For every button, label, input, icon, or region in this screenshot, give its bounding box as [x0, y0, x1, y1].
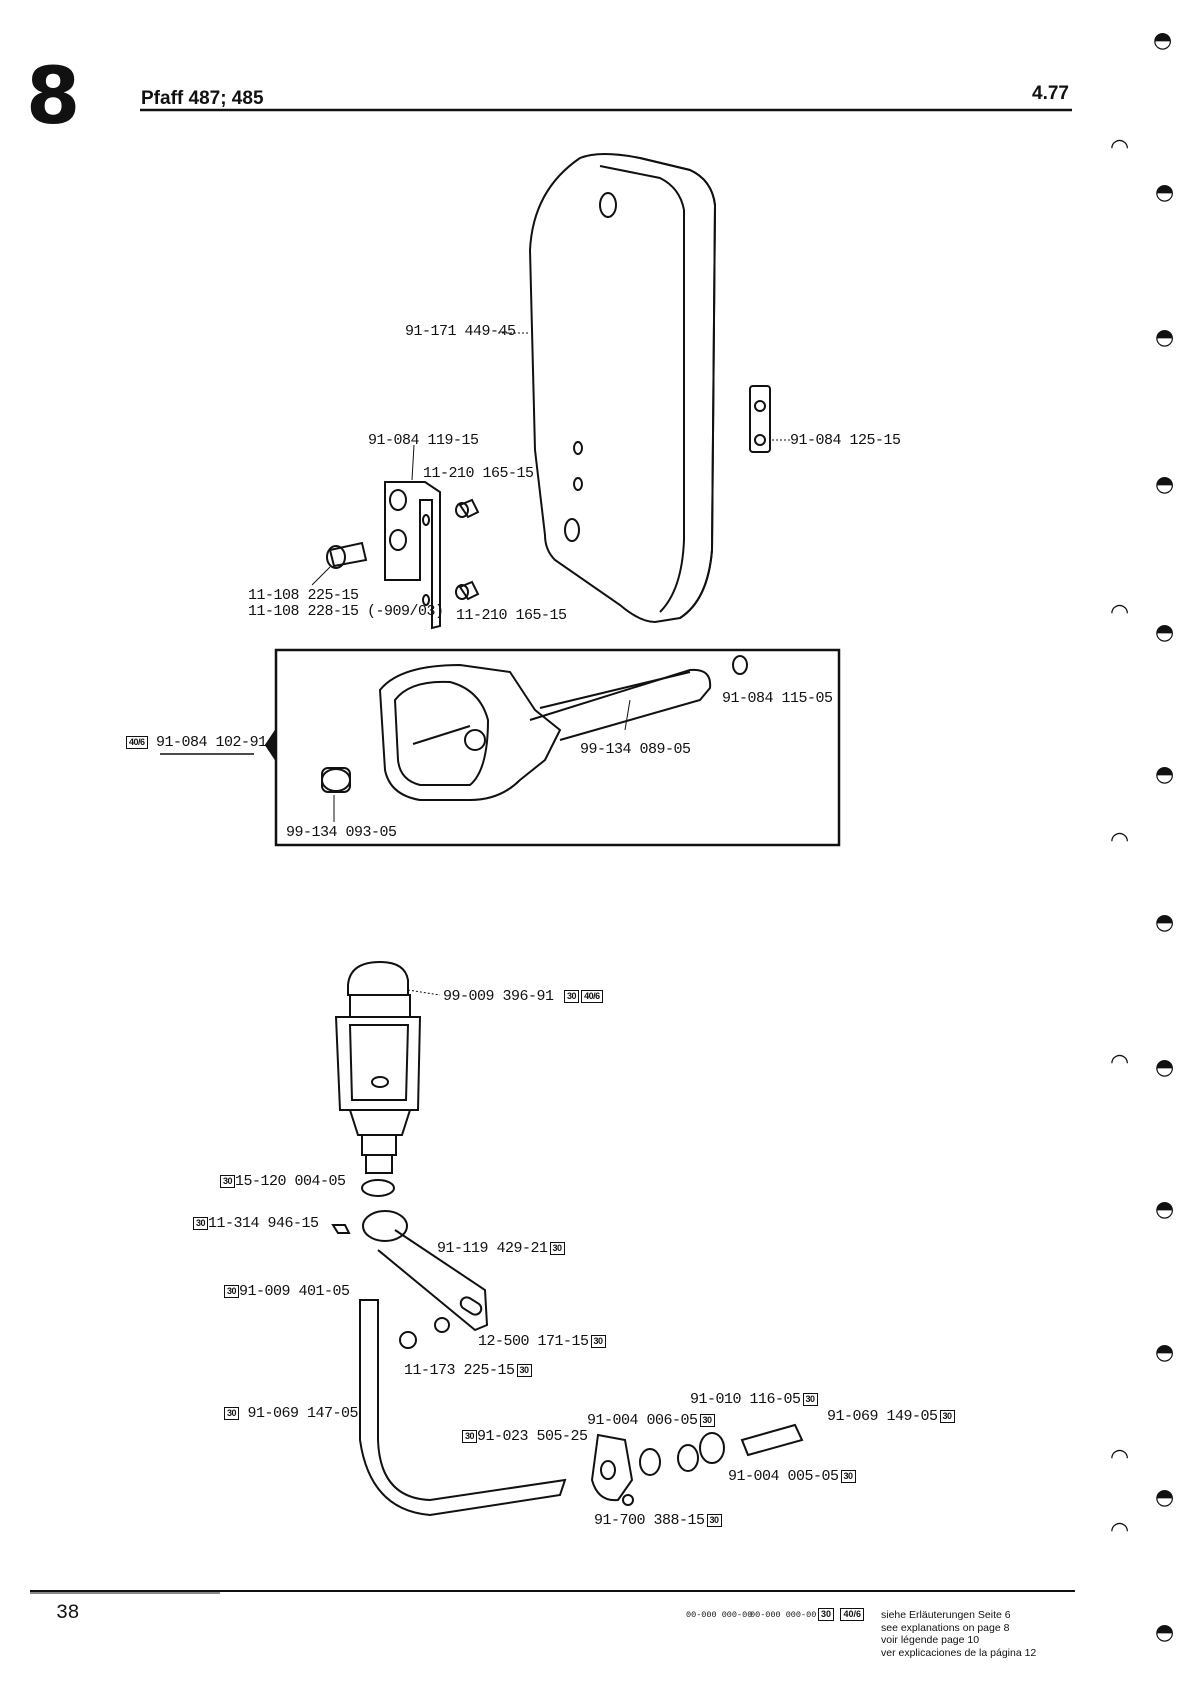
margin-mark-icon: ◓	[1153, 28, 1173, 53]
legend-line: ver explicaciones de la página 12	[881, 1646, 1037, 1659]
part-label: 91-023 505-25	[477, 1428, 588, 1445]
oiler	[334, 960, 441, 1197]
part-label: 91-119 429-21	[437, 1240, 548, 1257]
badge-30: 30	[802, 1392, 818, 1406]
cover-plate	[498, 153, 717, 624]
badge-30: 30	[939, 1409, 955, 1423]
part-label: 11-108 225-15	[248, 587, 359, 604]
bracket	[384, 444, 441, 630]
footer-badges: 30 40/6	[816, 1606, 864, 1624]
footer-code: 00-000 000-00	[750, 1610, 817, 1620]
badge-30: 30	[220, 1174, 236, 1188]
part-label: 91-004 006-05	[587, 1412, 698, 1429]
badge-30: 30	[224, 1406, 240, 1420]
margin-mark-icon: ◓	[1155, 762, 1175, 787]
part-label: 91-084 125-15	[790, 432, 901, 449]
page-code: 4.77	[1032, 83, 1069, 104]
part-label: 91-084 115-05	[722, 690, 833, 707]
screws-top	[311, 498, 480, 601]
margin-mark-icon: ◠	[1110, 1518, 1130, 1543]
part-label: 11-314 946-15	[208, 1215, 319, 1232]
oil-line	[331, 1210, 567, 1517]
legend-line: voir légende page 10	[881, 1634, 980, 1646]
margin-mark-icon: ◓	[1155, 472, 1175, 497]
part-label: 11-108 228-15 (-909/03)	[248, 603, 444, 620]
part-label: 99-134 093-05	[286, 824, 397, 841]
part-label: 91-010 116-05	[690, 1391, 801, 1408]
small-plate	[749, 385, 790, 453]
legend-line: see explanations on page 8	[881, 1621, 1010, 1634]
gauge-assembly	[321, 655, 748, 822]
badge-30: 30	[516, 1363, 532, 1377]
part-label: 11-210 165-15	[423, 465, 534, 482]
page-number: 38	[56, 1602, 80, 1625]
margin-mark-icon: ◓	[1155, 1340, 1175, 1365]
part-label: 12-500 171-15	[478, 1333, 589, 1350]
margin-mark-icon: ◠	[1110, 828, 1130, 853]
margin-mark-icon: ◠	[1110, 135, 1130, 160]
part-label: 99-009 396-91	[443, 988, 554, 1005]
part-label: 15-120 004-05	[235, 1173, 346, 1190]
part-label: 91-084 119-15	[368, 432, 479, 449]
margin-mark-icon: ◓	[1155, 325, 1175, 350]
part-label: 11-210 165-15	[456, 607, 567, 624]
pointer-triangle	[264, 726, 277, 764]
badge-30: 30	[564, 989, 580, 1003]
part-label: 91-004 005-05	[728, 1468, 839, 1485]
margin-mark-icon: ◠	[1110, 600, 1130, 625]
small-parts	[590, 1423, 804, 1506]
badge-30: 30	[462, 1429, 478, 1443]
badge-30: 30	[590, 1334, 606, 1348]
part-label: 91-069 147-05	[247, 1405, 359, 1422]
part-label: 91-009 401-05	[239, 1283, 350, 1300]
part-label: 91-700 388-15	[594, 1512, 705, 1529]
detail-box	[274, 648, 841, 847]
part-ref-row: 40/6 91-084 102-91	[124, 734, 267, 751]
part-label: 11-173 225-15	[404, 1362, 515, 1379]
badge-40-6: 40/6	[581, 989, 603, 1003]
margin-mark-icon: ◓	[1155, 180, 1175, 205]
margin-mark-icon: ◠	[1110, 1050, 1130, 1075]
badge-30: 30	[840, 1469, 856, 1483]
section-number: 8	[26, 52, 81, 142]
legend-line: siehe Erläuterungen Seite 6	[881, 1609, 1011, 1621]
part-label: 91-171 449-45	[405, 323, 516, 340]
margin-mark-icon: ◓	[1155, 1620, 1175, 1645]
part-label: 91-069 149-05	[827, 1408, 938, 1425]
margin-mark-icon: ◠	[1110, 1445, 1130, 1470]
page-title: Pfaff 487; 485	[141, 88, 264, 109]
badge-30: 30	[193, 1216, 209, 1230]
badge-30: 30	[706, 1513, 722, 1527]
part-label: 91-084 102-91	[156, 734, 267, 751]
badge-30: 30	[549, 1241, 565, 1255]
part-ref-row: 30 91-069 147-05	[222, 1405, 359, 1422]
margin-mark-icon: ◓	[1155, 1055, 1175, 1080]
footer-code: 00-000 000-00	[686, 1610, 753, 1620]
margin-mark-icon: ◓	[1155, 1485, 1175, 1510]
badge-30: 30	[699, 1413, 715, 1427]
margin-mark-icon: ◓	[1155, 620, 1175, 645]
badge-40-6: 40/6	[840, 1608, 864, 1622]
part-label: 99-134 089-05	[580, 741, 691, 758]
margin-mark-icon: ◓	[1155, 1197, 1175, 1222]
margin-mark-icon: ◓	[1155, 910, 1175, 935]
footer-legend: siehe Erläuterungen Seite 6 see explanat…	[881, 1609, 1036, 1659]
badge-40-6: 40/6	[126, 735, 148, 749]
badge-30: 30	[224, 1284, 240, 1298]
badge-30: 30	[818, 1608, 835, 1622]
